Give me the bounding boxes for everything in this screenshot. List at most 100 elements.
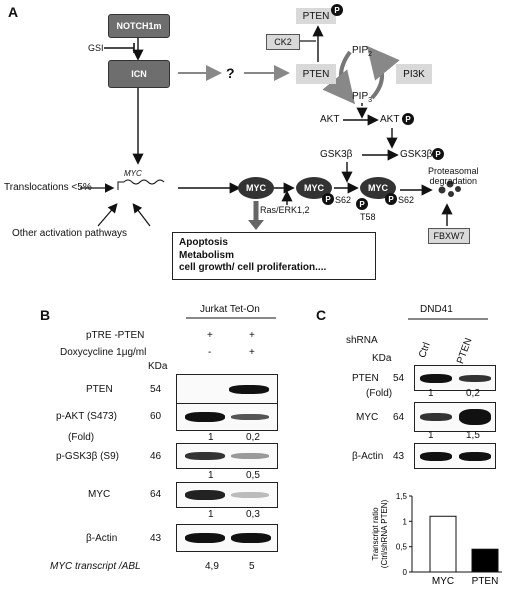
- gsk3b-label: GSK3β: [320, 149, 353, 160]
- panel-label-b: B: [40, 307, 51, 323]
- akt-p-label: AKT: [380, 114, 400, 125]
- y-tick-label: 1: [403, 517, 408, 526]
- western-blot-myc: [414, 402, 496, 432]
- shrna-label: shRNA: [346, 335, 378, 346]
- lane-label: PTEN: [455, 336, 475, 366]
- other-pathways-label: Other activation pathways: [12, 228, 128, 239]
- transcript-label: MYC transcript /ABL: [50, 561, 141, 572]
- blot-label: p-GSK3β (S9): [56, 451, 119, 462]
- western-blot-pten: [414, 365, 496, 391]
- kda-value: 64: [393, 412, 405, 423]
- cell-line-underline: [408, 318, 488, 320]
- phospho-icon: P: [432, 148, 444, 160]
- fold-value: 0,5: [246, 470, 260, 481]
- fold-value: 1: [428, 430, 434, 441]
- panel-label-a: A: [8, 4, 19, 20]
- blot-label: β-Actin: [352, 451, 384, 462]
- blot-label: p-AKT (S473): [56, 411, 117, 422]
- icn-box: ICN: [108, 60, 170, 88]
- x-tick-label: MYC: [432, 576, 454, 587]
- transcript-ratio-chart: Transcript ratio(Ctrl/shRNA PTEN) 0 0,5 1 1,…: [372, 492, 502, 587]
- pip2-label: PIP2: [352, 45, 373, 59]
- pathway-arrows: [80, 25, 461, 230]
- bar: [429, 515, 457, 573]
- blot-label: β-Actin: [86, 533, 118, 544]
- translocations-label: Translocations <5%: [4, 182, 92, 193]
- y-tick-label: 1,5: [396, 492, 408, 501]
- cell-line-underline: [186, 317, 276, 319]
- western-blot-myc: [176, 482, 278, 508]
- fold-value: 0,2: [466, 388, 480, 399]
- notch1m-box: NOTCH1m: [108, 14, 170, 38]
- outcome-item: Metabolism: [179, 249, 235, 261]
- jurkat-label: Jurkat Tet-On: [200, 304, 260, 315]
- lane-value: -: [208, 347, 212, 358]
- kda-value: 54: [150, 384, 162, 395]
- fold-value: 1: [208, 509, 214, 520]
- kda-header: KDa: [372, 353, 392, 364]
- blot-label: MYC: [356, 412, 379, 423]
- proteasomal-degradation-label: Proteasomal degradation: [428, 166, 479, 187]
- phospho-icon: P: [331, 4, 343, 16]
- lane-value: +: [207, 330, 213, 341]
- fold-value: 1: [428, 388, 434, 399]
- kda-header: KDa: [148, 361, 168, 372]
- akt-label: AKT: [320, 114, 340, 125]
- fold-value: 0,3: [246, 509, 260, 520]
- transcript-value: 4,9: [205, 561, 219, 572]
- outcome-item: cell growth/ cell proliferation....: [179, 262, 327, 273]
- myc-protein-1: MYC: [238, 177, 274, 199]
- kda-value: 64: [150, 489, 162, 500]
- t58-label: T58: [360, 212, 376, 222]
- lane-value: +: [249, 347, 255, 358]
- y-tick-label: 0: [403, 568, 408, 577]
- fold-label: (Fold): [68, 432, 95, 443]
- lane-label: Ctrl: [417, 341, 433, 360]
- myc-protein-2: MYC: [296, 177, 332, 199]
- kda-value: 43: [393, 451, 405, 462]
- s62-label: S62: [335, 195, 352, 205]
- fold-value: 1: [208, 432, 214, 443]
- phospho-icon: P: [322, 193, 334, 205]
- fold-value: 1,5: [466, 430, 480, 441]
- blot-label: MYC: [88, 489, 111, 500]
- pten-box: PTEN: [296, 64, 336, 84]
- y-tick-label: 0,5: [396, 543, 408, 552]
- pten-construct-label: pTRE -PTEN: [86, 330, 145, 341]
- phospho-icon: P: [402, 113, 414, 125]
- pi3k-box: PI3K: [396, 64, 432, 84]
- kda-value: 43: [150, 533, 162, 544]
- pten-phospho-box: PTEN: [296, 8, 336, 24]
- fold-value: 1: [208, 470, 214, 481]
- fbxw7-box: FBXW7: [428, 228, 470, 244]
- phospho-icon: P: [385, 193, 397, 205]
- western-blot-actin: [176, 524, 278, 552]
- transcript-value: 5: [249, 561, 255, 572]
- lane-value: +: [249, 330, 255, 341]
- kda-value: 54: [393, 373, 405, 384]
- x-tick-label: PTEN: [472, 576, 499, 587]
- blot-label: PTEN: [86, 384, 113, 395]
- ras-erk-label: Ras/ERK1,2: [260, 205, 310, 215]
- s62-label: S62: [398, 195, 415, 205]
- western-blot-pten: [176, 374, 278, 406]
- fold-label: (Fold): [366, 388, 393, 399]
- myc-gene-label: MYC: [124, 169, 142, 178]
- gsk3b-p-label: GSK3β: [400, 149, 433, 160]
- kda-value: 46: [150, 451, 162, 462]
- western-blot-pakt: [176, 403, 278, 431]
- pip3-label: PIP3: [352, 91, 373, 105]
- bar: [471, 548, 499, 573]
- western-blot-pgsk3b: [176, 443, 278, 469]
- unknown-mediator: ?: [226, 65, 235, 81]
- kda-value: 60: [150, 411, 162, 422]
- doxycycline-label: Doxycycline 1μg/ml: [60, 347, 147, 358]
- western-blot-actin: [414, 443, 496, 469]
- y-axis-label: (Ctrl/shRNA PTEN): [380, 499, 389, 568]
- dnd41-label: DND41: [420, 304, 453, 315]
- outcomes-box: Apoptosis Metabolism cell growth/ cell p…: [172, 232, 376, 280]
- gsi-label: GSI: [88, 43, 104, 53]
- ck2-box: CK2: [266, 34, 300, 50]
- y-axis-label: Transcript ratio: [372, 507, 380, 561]
